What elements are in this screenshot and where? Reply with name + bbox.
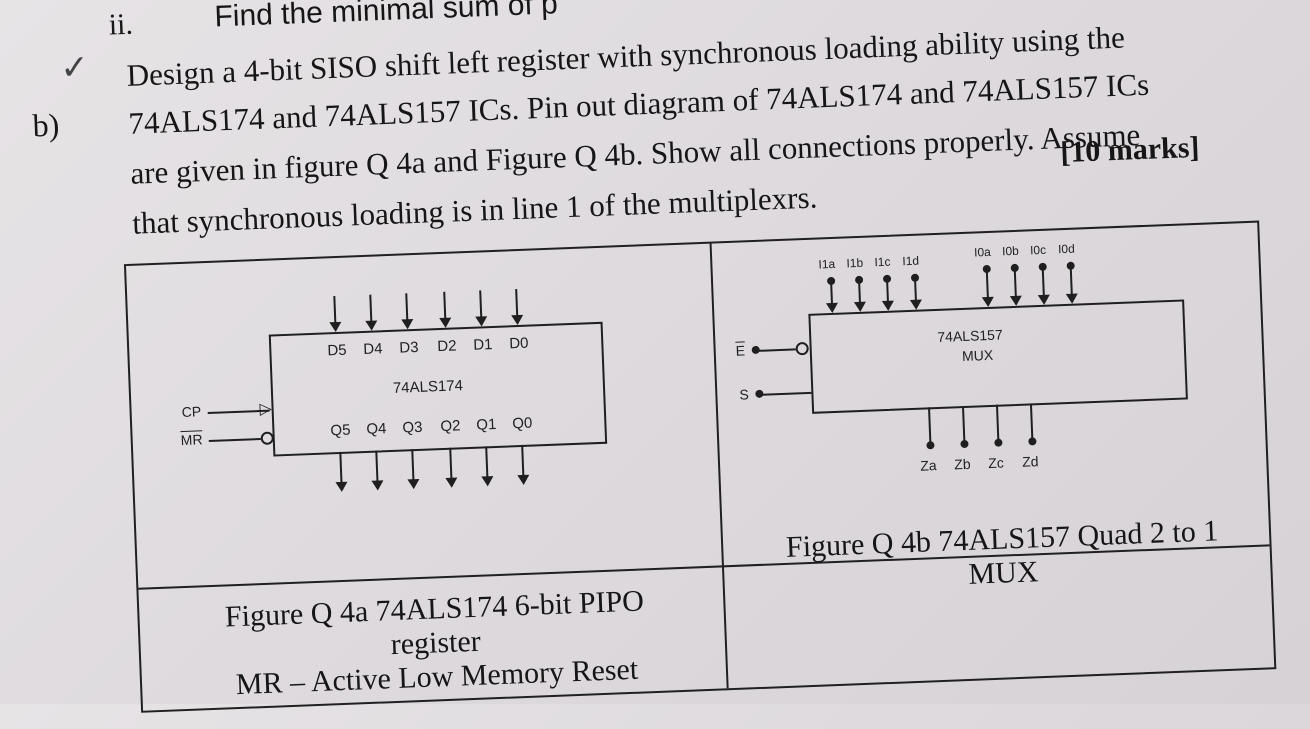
pin-q5: Q5 [330, 421, 351, 440]
pin-d3: D3 [399, 338, 419, 357]
input-arrow-i0a [985, 270, 990, 306]
pin-i1c: I1c [874, 254, 891, 270]
input-arrow-i0c [1041, 268, 1046, 303]
pin-i0c: I0c [1029, 242, 1047, 258]
input-arrow-i0b [1013, 269, 1018, 304]
question-line-4: that synchronous loading is in line 1 of… [131, 179, 818, 241]
mr-label: MR [180, 431, 203, 449]
check-mark-icon: ✓ [59, 47, 90, 89]
figure-a-caption: Figure Q 4a 74ALS174 6-bit PIPO register… [159, 582, 713, 705]
input-arrow-i1c [886, 280, 890, 309]
input-arrow-d4 [369, 294, 373, 329]
pin-dot-zb [960, 439, 969, 449]
output-line-za [928, 407, 932, 444]
pin-i0a: I0a [973, 244, 992, 260]
marks-label: [10 marks] [1059, 130, 1201, 170]
pin-d5: D5 [327, 341, 347, 360]
output-line-zb [961, 405, 966, 443]
chip-a-name: 74ALS174 [392, 377, 464, 397]
input-arrow-d3 [405, 293, 409, 328]
input-arrow-d5 [333, 296, 337, 331]
output-line-zd [1029, 403, 1034, 440]
question-number: ii. [108, 7, 134, 42]
output-arrow-q5 [339, 451, 343, 490]
pin-i1b: I1b [846, 255, 864, 271]
input-arrow-d2 [443, 291, 447, 326]
pin-d1: D1 [472, 336, 493, 354]
pin-dot-zc [994, 438, 1003, 447]
s-label: S [739, 386, 750, 403]
pin-i1a: I1a [818, 256, 836, 272]
pin-i0b: I0b [1001, 243, 1020, 259]
pin-q3: Q3 [402, 418, 423, 437]
chip-b-type: MUX [961, 346, 994, 365]
pin-zc: Zc [987, 454, 1005, 472]
s-line [761, 391, 812, 396]
input-arrow-i1d [914, 279, 918, 308]
input-arrow-d1 [479, 290, 483, 325]
cp-label: CP [181, 403, 202, 421]
part-label: b) [31, 106, 60, 144]
pin-i1d: I1d [902, 253, 920, 269]
pin-zb: Zb [953, 455, 971, 473]
e-inversion-bubble [795, 341, 809, 356]
clock-triangle-icon: ▷ [259, 400, 273, 419]
pin-dot-zd [1028, 437, 1037, 446]
output-arrow-q2 [449, 447, 453, 486]
e-line [757, 348, 796, 352]
input-arrow-d0 [515, 289, 519, 324]
question-partial-text: Find the minimal sum of p [213, 0, 559, 34]
pin-zd: Zd [1021, 453, 1039, 470]
figure-table: D5 D4 D3 D2 D1 D0 74ALS174 Q5 Q4 Q3 Q2 Q… [123, 220, 1277, 713]
input-arrow-i1a [830, 282, 834, 312]
pin-dot-za [926, 441, 935, 450]
output-arrow-q0 [521, 444, 525, 483]
pin-za: Za [919, 457, 937, 474]
pin-q4: Q4 [366, 420, 387, 438]
input-arrow-i0d [1069, 267, 1074, 302]
pin-i0d: I0d [1057, 241, 1075, 257]
figure-b-caption: Figure Q 4b 74ALS157 Quad 2 to 1 MUX [737, 512, 1269, 600]
mr-line [208, 438, 261, 442]
pin-q0: Q0 [512, 414, 533, 433]
figure-divider-vertical [709, 243, 729, 689]
input-arrow-i1b [858, 281, 862, 310]
pin-d2: D2 [437, 337, 457, 356]
pin-d4: D4 [363, 340, 383, 358]
e-label: E [735, 342, 746, 359]
output-arrow-q3 [411, 449, 415, 488]
pin-q2: Q2 [440, 417, 461, 436]
output-arrow-q4 [375, 450, 379, 489]
pin-q1: Q1 [476, 415, 497, 434]
output-arrow-q1 [485, 446, 489, 485]
chip-b-name: 74ALS157 [937, 326, 1003, 345]
pin-d0: D0 [508, 334, 529, 353]
chip-74als157 [808, 299, 1188, 414]
output-line-zc [995, 404, 1000, 441]
